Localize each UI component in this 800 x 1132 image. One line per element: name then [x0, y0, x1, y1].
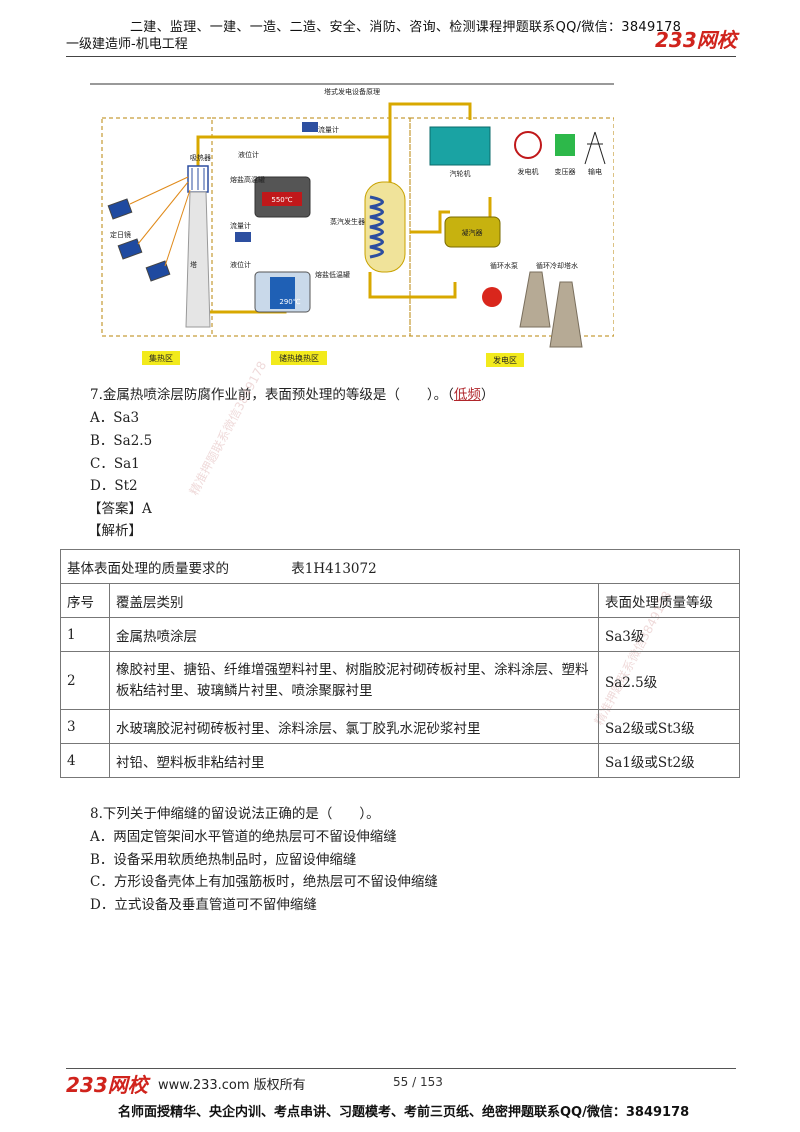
footer-url[interactable]: www.233.com 版权所有 — [158, 1078, 306, 1093]
pump-label: 循环水泵 — [490, 261, 518, 270]
hot-tank-label: 熔盐高温罐 — [230, 175, 265, 184]
q7-answer: 【答案】A — [88, 501, 152, 517]
header-grade: 表面处理质量等级 — [598, 583, 740, 618]
transmission-label: 输电 — [588, 167, 602, 176]
tower-power-diagram: 塔式发电设备原理 吸热器 塔 定日镜 550℃ 熔盐高温罐 液位计 流量计 29… — [90, 83, 614, 367]
header-subject: 一级建造师-机电工程 — [66, 37, 188, 52]
table-header-row: 序号 覆盖层类别 表面处理质量等级 — [60, 583, 740, 618]
footer-divider — [66, 1068, 736, 1069]
zone-storage: 储热换热区 — [279, 353, 319, 363]
q8-stem: 8.下列关于伸缩缝的留设说法正确的是（ ）。 — [90, 806, 380, 822]
turbine-label: 汽轮机 — [450, 169, 471, 178]
surface-treatment-table: 基体表面处理的质量要求的 表1H413072 序号 覆盖层类别 表面处理质量等级… — [60, 549, 740, 778]
page-number: 55 / 153 — [393, 1075, 443, 1089]
q7-stem: 7.金属热喷涂层防腐作业前，表面预处理的等级是（ ）。（低频） — [90, 387, 495, 403]
steam-gen-label: 蒸汽发生器 — [330, 217, 365, 226]
q8-option-c: C．方形设备壳体上有加强筋板时，绝热层可不留设伸缩缝 — [90, 874, 438, 890]
footer-promo: 名师面授精华、央企内训、考点串讲、习题模考、考前三页纸、绝密押题联系QQ/微信：… — [118, 1105, 690, 1120]
table-caption: 基体表面处理的质量要求的 — [67, 560, 229, 577]
zone-collect: 集热区 — [149, 353, 173, 363]
absorber-label: 吸热器 — [190, 153, 211, 162]
zone-power: 发电区 — [493, 355, 517, 365]
table-row: 2 橡胶衬里、搪铅、纤维增强塑料衬里、树脂胶泥衬砌砖板衬里、涂料涂层、塑料板粘结… — [60, 651, 740, 710]
table-row: 1 金属热喷涂层 Sa3级 — [60, 617, 740, 652]
header-banner: 二建、监理、一建、一造、二造、安全、消防、咨询、检测课程押题联系QQ/微信：38… — [130, 20, 682, 35]
heliostat-label: 定日镜 — [110, 230, 131, 239]
table-caption-row: 基体表面处理的质量要求的 表1H413072 — [60, 549, 740, 584]
q7-option-b: B．Sa2.5 — [90, 433, 153, 449]
q8-option-a: A．两固定管架间水平管道的绝热层可不留设伸缩缝 — [90, 829, 397, 845]
tower-label: 塔 — [190, 260, 197, 269]
cold-temp: 290℃ — [279, 298, 300, 306]
diagram-title: 塔式发电设备原理 — [324, 87, 380, 96]
table-row: 3 水玻璃胶泥衬砌砖板衬里、涂料涂层、氯丁胶乳水泥砂浆衬里 Sa2级或St3级 — [60, 709, 740, 744]
flow-meter-1: 流量计 — [318, 125, 339, 134]
cooling-tower-label: 循环冷却塔水 — [536, 261, 578, 270]
table-row: 4 衬铅、塑料板非粘结衬里 Sa1级或St2级 — [60, 743, 740, 778]
q8-option-b: B．设备采用软质绝热制品时，应留设伸缩缝 — [90, 852, 357, 868]
condenser-label: 凝汽器 — [462, 228, 483, 237]
header-logo: 233网校 — [655, 28, 737, 52]
flow-meter-2: 流量计 — [230, 221, 251, 230]
cold-tank-label: 熔盐低温罐 — [315, 270, 350, 279]
watermark-1: 精准押题联系微信3849178 — [186, 358, 270, 498]
table-number: 表1H413072 — [291, 560, 377, 577]
q7-option-d: D．St2 — [90, 478, 138, 494]
q8-option-d: D．立式设备及垂直管道可不留伸缩缝 — [90, 897, 317, 913]
header-seq: 序号 — [60, 583, 110, 618]
footer-logo: 233网校 — [66, 1073, 148, 1097]
hot-temp: 550℃ — [271, 196, 292, 204]
generator-label: 发电机 — [518, 167, 539, 176]
q7-frequency-tag[interactable]: 低频 — [453, 387, 481, 403]
q7-analysis: 【解析】 — [88, 523, 142, 539]
transformer-label: 变压器 — [555, 167, 576, 176]
level-gauge-1: 液位计 — [238, 150, 259, 159]
q7-option-a: A．Sa3 — [90, 410, 140, 426]
level-gauge-2: 液位计 — [230, 260, 251, 269]
header-divider — [66, 56, 736, 57]
q7-option-c: C．Sa1 — [90, 456, 140, 472]
header-category: 覆盖层类别 — [109, 583, 599, 618]
